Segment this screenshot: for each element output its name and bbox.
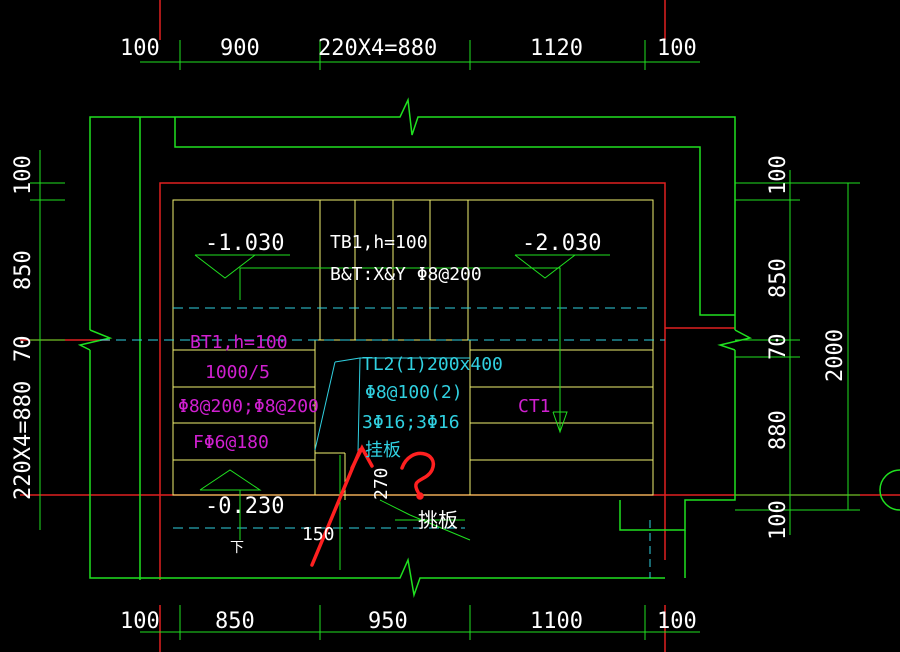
dim-right-3: 70 [766,334,791,361]
tl2-label-2: Φ8@100(2) [365,382,463,403]
dim-bottom-5: 100 [657,609,697,634]
tl2-label-1: TL2(1)200x400 [362,354,503,375]
dim-left-3: 220X4=880 [11,381,36,500]
dim-bottom-1: 100 [120,609,160,634]
red-annotation [310,444,436,567]
level-markers [194,254,610,570]
tl2-label-3: 3Φ16;3Φ16 [362,412,460,433]
annotation-arrowhead [350,444,374,470]
dim-right-total: 2000 [823,329,848,382]
dim-left-4: 70 [11,336,36,363]
stair-flights [172,199,654,500]
level-2: -2.030 [522,231,601,256]
dim-left-1: 100 [11,155,36,195]
ct1-label: CT1 [518,396,551,417]
dim-top-2: 900 [220,36,260,61]
dim-top-3: 220X4=880 [318,36,437,61]
dim-right-4: 880 [766,410,791,450]
tb1-label-1: TB1,h=100 [330,232,428,253]
dim-right-2: 850 [766,258,791,298]
question-dot [416,492,424,500]
dimension-lines [30,40,860,640]
question-mark [400,451,436,494]
dim-top-4: 1120 [530,36,583,61]
bt1-label-4: FΦ6@180 [193,432,269,453]
tiaoban-label: 挑板 [418,508,458,532]
dim-right-1: 100 [766,155,791,195]
dim-left-2: 850 [11,250,36,290]
level-3: -0.230 [205,494,284,519]
dim-bottom-3: 950 [368,609,408,634]
bt1-label-3: Φ8@200;Φ8@200 [178,396,319,417]
axis-bubble [879,469,900,511]
beam-details [100,307,665,578]
dim-270: 270 [371,467,392,500]
dim-bottom-4: 1100 [530,609,583,634]
down-label: 下 [230,540,244,556]
dim-bottom-2: 850 [215,609,255,634]
dim-top-5: 100 [657,36,697,61]
dim-right-5: 100 [766,500,791,540]
dim-top-1: 100 [120,36,160,61]
walls [77,97,753,598]
dim-150: 150 [302,524,335,545]
level-1: -1.030 [205,231,284,256]
bt1-label-2: 1000/5 [205,362,270,383]
bt1-label-1: BT1,h=100 [190,332,288,353]
tl2-label-4: 挂板 [365,440,401,461]
tb1-label-2: B&T:X&Y Φ8@200 [330,264,482,285]
